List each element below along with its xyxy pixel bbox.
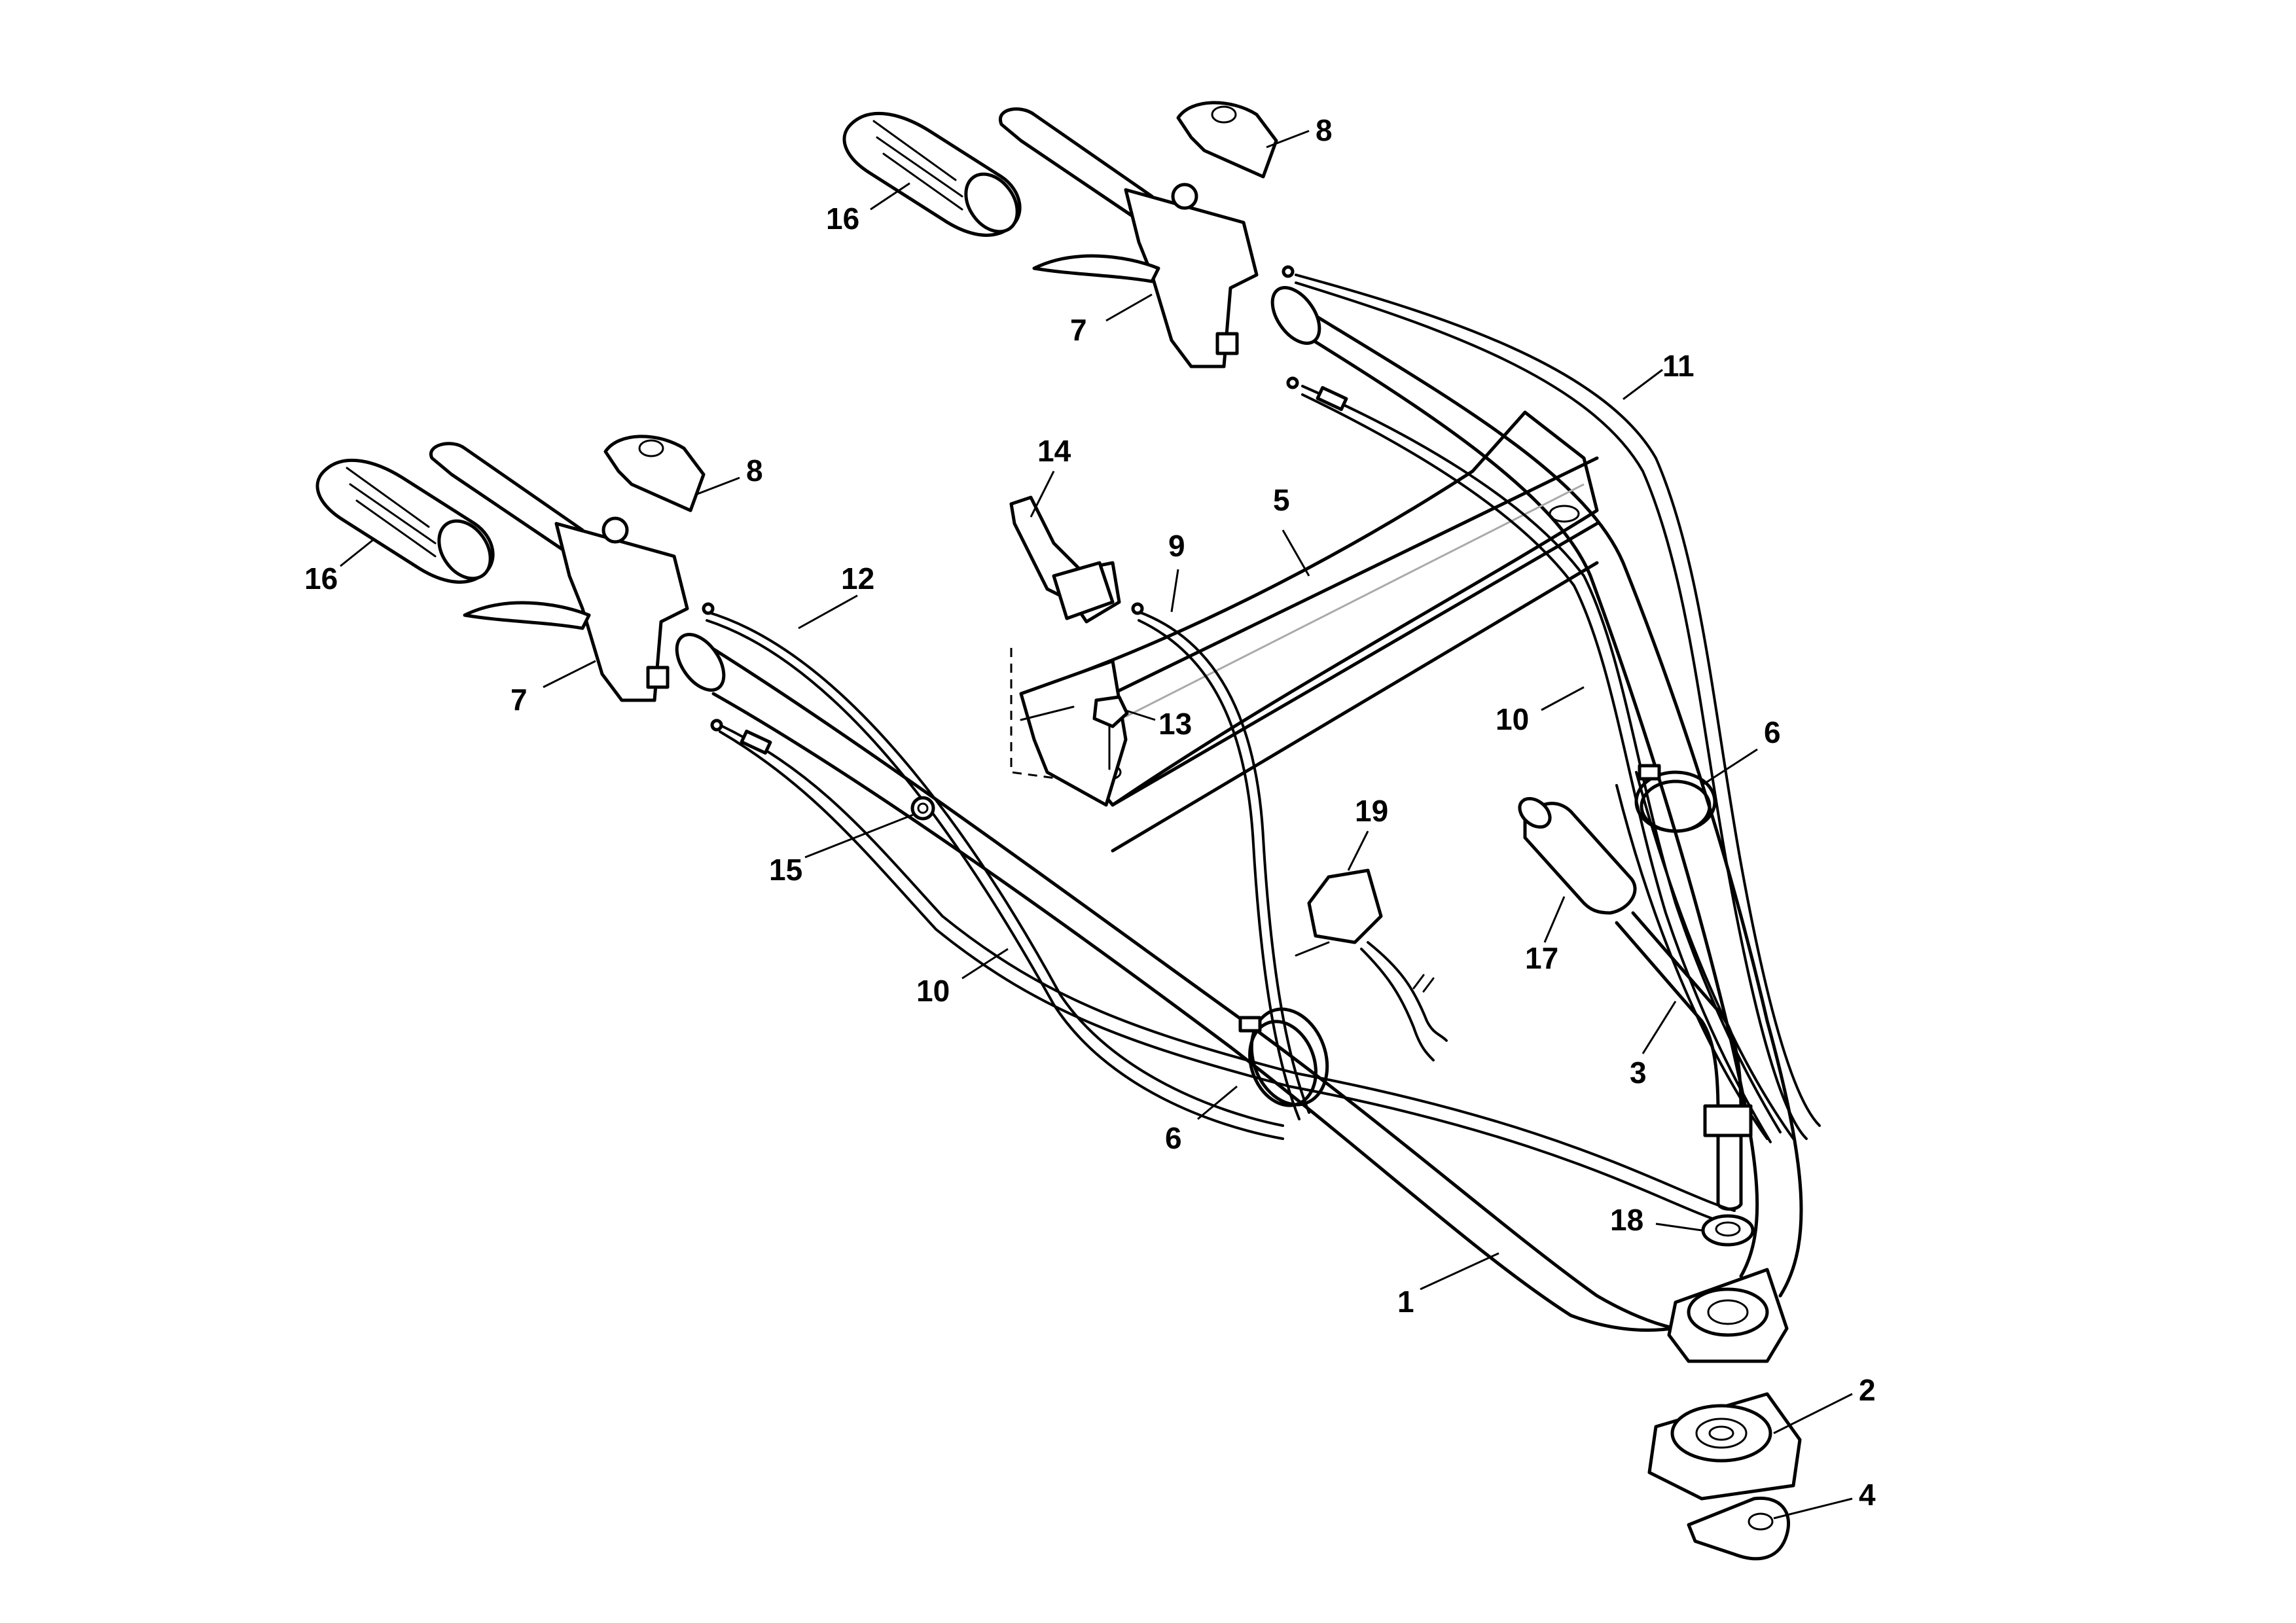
callout-9: 9 — [1168, 529, 1185, 563]
sleeve-17 — [1518, 796, 1637, 915]
callout-6-lower: 6 — [1165, 1121, 1182, 1155]
cover-4 — [1687, 1496, 1791, 1561]
callout-8-lower: 8 — [746, 454, 763, 488]
callout-10-left: 10 — [916, 974, 950, 1008]
mounting-plate — [1019, 659, 1128, 807]
grip-16-upper — [842, 111, 1022, 237]
callout-1: 1 — [1397, 1285, 1414, 1319]
control-lever-7-upper — [998, 107, 1259, 368]
callout-10-right: 10 — [1496, 702, 1529, 736]
callout-2: 2 — [1859, 1373, 1876, 1407]
callout-17: 17 — [1525, 941, 1558, 975]
callout-15: 15 — [769, 853, 802, 887]
callout-4: 4 — [1859, 1478, 1876, 1512]
cross-panel — [1019, 410, 1599, 853]
grip-16-lower — [315, 458, 495, 584]
callout-11: 11 — [1662, 349, 1695, 383]
frame-mount — [1667, 1268, 1789, 1363]
callout-8-upper: 8 — [1316, 113, 1333, 147]
callout-5: 5 — [1273, 483, 1290, 517]
callout-12: 12 — [841, 562, 874, 596]
nut-15 — [910, 796, 935, 821]
cable-tie-6-lower — [1238, 1007, 1329, 1107]
washer-18 — [1701, 1214, 1755, 1247]
callout-7-upper: 7 — [1070, 313, 1087, 347]
cable-ends — [702, 265, 1348, 755]
cap-8-lower — [603, 435, 706, 512]
callout-7-lower: 7 — [511, 683, 528, 717]
cap-8-upper — [1176, 101, 1278, 179]
bracket-14 — [1009, 495, 1121, 780]
callout-18: 18 — [1610, 1203, 1643, 1237]
rod-3 — [1615, 911, 1753, 1211]
handlebar-frame — [675, 286, 1803, 1335]
screw-13 — [1092, 695, 1129, 770]
callout-labels: 16 7 8 11 16 8 7 12 14 5 9 13 10 6 19 15… — [304, 113, 1876, 1512]
callout-16-lower: 16 — [304, 562, 338, 596]
cables — [706, 274, 1821, 1225]
callout-13: 13 — [1158, 707, 1192, 741]
switch-19 — [1295, 868, 1448, 1061]
callout-3: 3 — [1630, 1056, 1647, 1090]
callout-14: 14 — [1037, 434, 1071, 468]
leader-lines — [340, 130, 1853, 1520]
ratchet-block-2 — [1647, 1392, 1802, 1501]
control-lever-7-lower — [429, 442, 689, 702]
cable-tie-6-upper — [1634, 764, 1717, 833]
callout-19: 19 — [1355, 794, 1388, 828]
callout-6-upper: 6 — [1764, 715, 1781, 749]
callout-16-upper: 16 — [826, 202, 859, 236]
